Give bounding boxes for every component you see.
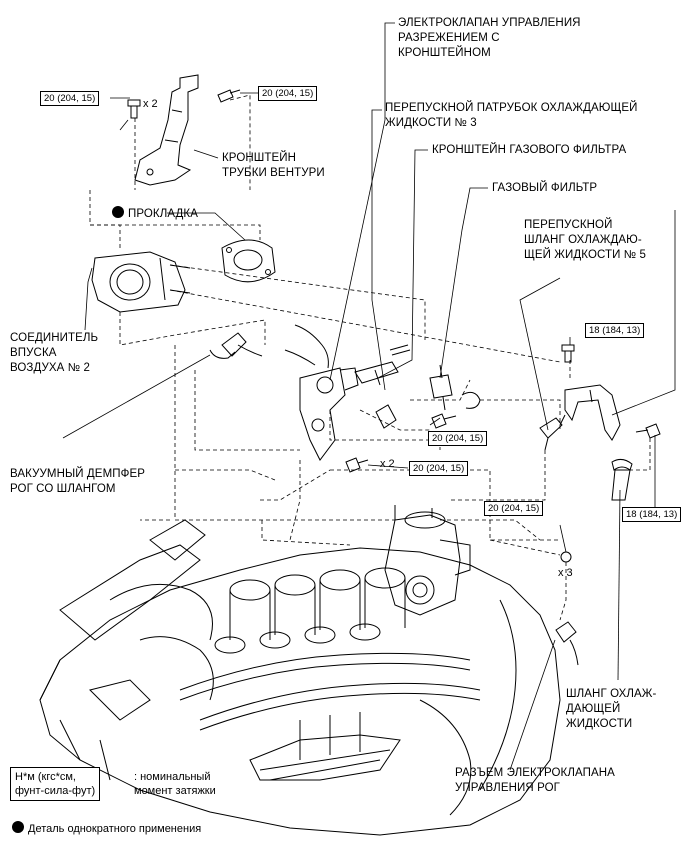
leader-lines	[62, 22, 676, 771]
single-use-dot-icon	[12, 821, 24, 833]
engine-block	[39, 511, 561, 836]
quantity-multiplier: x 3	[558, 567, 573, 579]
label-gas-filter: ГАЗОВЫЙ ФИЛЬТР	[492, 182, 598, 194]
single-use-dot-icon	[112, 206, 124, 218]
label-vacuum-damper: ВАКУУМНЫЙ ДЕМПФЕР РОГ СО ШЛАНГОМ	[10, 468, 146, 495]
solenoid-valve-part	[284, 324, 359, 461]
torque-spec: 20 (204, 15)	[484, 501, 544, 516]
bolt-icon	[127, 99, 141, 119]
torque-spec: 20 (204, 15)	[258, 86, 318, 101]
label-coolant-hose: ШЛАНГ ОХЛАЖ- ДАЮЩЕЙ ЖИДКОСТИ	[566, 688, 657, 730]
label-air-inlet-2: СОЕДИНИТЕЛЬ ВПУСКА ВОЗДУХА № 2	[10, 332, 99, 374]
nut-icon	[560, 551, 572, 563]
bolt-icon	[345, 457, 369, 473]
quantity-multiplier: x 2	[380, 458, 395, 470]
bolt-icon	[217, 89, 241, 103]
torque-spec: 20 (204, 15)	[40, 91, 100, 106]
label-egr-connector: РАЗЪЕМ ЭЛЕКТРОКЛАПАНА УПРАВЛЕНИЯ РОГ	[455, 767, 615, 794]
torque-spec: 20 (204, 15)	[409, 461, 469, 476]
gas-filter-part	[429, 364, 481, 411]
gasket-part	[221, 239, 276, 283]
label-venturi-bracket: КРОНШТЕЙН ТРУБКИ ВЕНТУРИ	[222, 152, 325, 179]
legend-single-use-text: Деталь однократного применения	[28, 823, 202, 835]
assembly-lines	[89, 94, 651, 621]
venturi-bracket-part	[134, 74, 199, 186]
legend-unit-description: : номинальный момент затяжки	[134, 771, 216, 797]
label-bypass-pipe-3: ПЕРЕПУСКНОЙ ПАТРУБОК ОХЛАЖДАЮЩЕЙ ЖИДКОСТ…	[385, 102, 638, 129]
bypass-pipe-part	[375, 344, 411, 429]
label-gas-filter-bracket: КРОНШТЕЙН ГАЗОВОГО ФИЛЬТРА	[432, 144, 627, 156]
bolt-icon	[561, 344, 575, 363]
bolt-icon	[431, 413, 457, 429]
coolant-hose-part	[611, 469, 631, 501]
egr-connector-part	[555, 621, 579, 666]
label-bypass-hose-5: ПЕРЕПУСКНОЙ ШЛАНГ ОХЛАЖДАЮ- ЩЕЙ ЖИДКОСТИ…	[524, 219, 647, 261]
torque-spec: 20 (204, 15)	[428, 431, 488, 446]
legend-single-use: Деталь однократного применения	[12, 821, 201, 836]
air-inlet-part	[91, 251, 191, 313]
hose-bracket-part	[564, 384, 621, 441]
label-gasket: ПРОКЛАДКА	[112, 206, 198, 222]
legend-unit-box: Н*м (кгс*см, фунт-сила-фут)	[10, 767, 101, 801]
torque-spec: 18 (184, 13)	[622, 507, 682, 522]
label-gasket-text: ПРОКЛАДКА	[128, 208, 198, 220]
filter-bracket-part	[354, 361, 399, 386]
bypass-hose-part	[539, 414, 566, 451]
torque-spec: 18 (184, 13)	[585, 323, 645, 338]
clamp-icon	[611, 458, 633, 471]
bolt-icon	[635, 423, 661, 439]
vacuum-damper-part	[209, 332, 263, 359]
quantity-multiplier: x 2	[143, 98, 158, 110]
label-solenoid-valve: ЭЛЕКТРОКЛАПАН УПРАВЛЕНИЯ РАЗРЕЖЕНИЕМ С К…	[398, 17, 581, 59]
